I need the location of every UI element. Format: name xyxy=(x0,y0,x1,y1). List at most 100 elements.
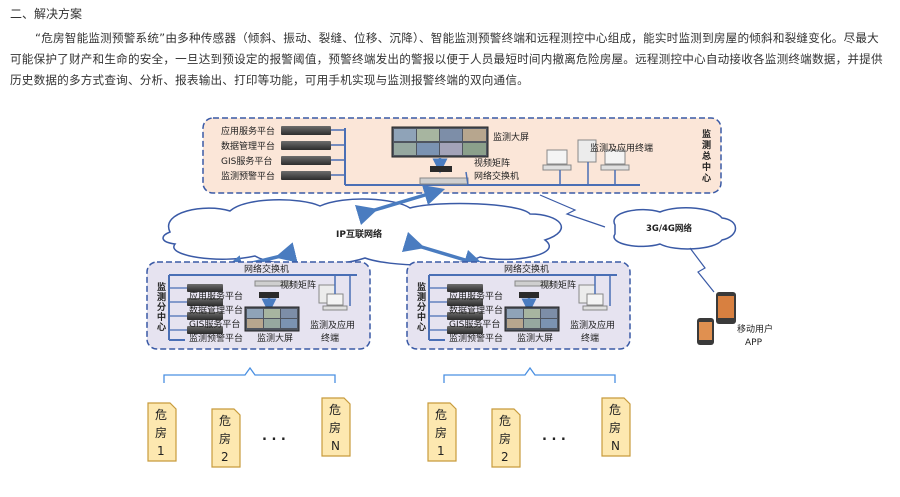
svg-text:监: 监 xyxy=(157,281,166,293)
section-heading: 二、解决方案 xyxy=(10,7,83,21)
branch-server-rack xyxy=(169,284,223,334)
svg-text:分: 分 xyxy=(417,301,426,313)
branch-switch-label: 网络交换机 xyxy=(504,263,549,275)
branch-matrix-icon xyxy=(259,292,279,298)
center-matrix-label: 视频矩阵 xyxy=(474,157,510,169)
center-mobile-zigzag xyxy=(539,194,606,228)
svg-text:分: 分 xyxy=(157,301,166,313)
house-char-top: 危 xyxy=(609,403,621,417)
house-card-2: 危房 2 xyxy=(491,408,521,468)
branch-video-wall-icon xyxy=(244,306,300,332)
svg-text:中: 中 xyxy=(157,311,166,323)
house-char-mid: 房 xyxy=(155,425,167,440)
house-number: N xyxy=(611,439,620,453)
branch-server-label-0: 应用服务平台 xyxy=(189,290,243,302)
center-server-label-2: GIS服务平台 xyxy=(221,155,272,167)
branch-switch-label: 网络交换机 xyxy=(244,263,289,275)
house-char-top: 危 xyxy=(155,408,167,422)
svg-text:心: 心 xyxy=(702,173,711,184)
house-card-1: 危房 1 xyxy=(147,402,177,462)
mobile-network-cloud: 3G/4G网络 xyxy=(613,207,737,250)
house-number: N xyxy=(331,439,340,453)
center-server-label-0: 应用服务平台 xyxy=(221,125,275,137)
house-char-mid: 房 xyxy=(329,420,341,435)
branch-switch-icon xyxy=(514,280,552,287)
branch-switch-icon xyxy=(254,280,292,287)
svg-text:监: 监 xyxy=(417,281,426,293)
internet-branch2-link xyxy=(401,231,486,271)
center-matrix-icon xyxy=(430,166,452,172)
house-number: 1 xyxy=(157,444,165,458)
mobile-app-zigzag xyxy=(689,247,715,293)
svg-text:监: 监 xyxy=(702,128,711,140)
house-char-top: 危 xyxy=(499,414,511,428)
house-card-3: 危房N xyxy=(601,397,631,457)
internet-label: IP互联网络 xyxy=(336,228,382,240)
branch-server-rack xyxy=(429,284,483,334)
branch-terminal-label-1: 终端 xyxy=(321,332,339,344)
house-char-mid: 房 xyxy=(499,431,511,446)
branch-terminal-icon xyxy=(318,275,351,311)
house-number: 2 xyxy=(221,450,229,464)
center-terminal-icon xyxy=(542,139,630,185)
center-terminal-label: 监测及应用终端 xyxy=(590,142,653,154)
center-video-wall-icon xyxy=(391,126,489,158)
house-card-1: 危房1 xyxy=(427,402,457,462)
branch-server-label-1: 数据管理平台 xyxy=(189,304,243,316)
branch-terminal-label-1: 终端 xyxy=(581,332,599,344)
monitoring-center: 应用服务平台 数据管理平台 GIS服务平台 监测预警平台 监测大屏 视频矩阵 网… xyxy=(202,117,722,194)
house-char-mid: 房 xyxy=(219,431,231,446)
brace xyxy=(443,366,616,383)
branch-screen-label: 监测大屏 xyxy=(517,332,553,344)
branch-server-label-3: 监测预警平台 xyxy=(449,332,503,344)
branch-terminal-icon xyxy=(578,275,611,311)
branch-terminal-label-0: 监测及应用 xyxy=(570,319,615,331)
center-switch-icon xyxy=(419,177,469,185)
house-char-top: 危 xyxy=(329,403,341,417)
house-char-mid: 房 xyxy=(435,425,447,440)
center-switch-label: 网络交换机 xyxy=(474,170,519,182)
svg-text:中: 中 xyxy=(702,161,711,173)
svg-text:中: 中 xyxy=(417,311,426,323)
branch-matrix-icon xyxy=(519,292,539,298)
branch-server-label-0: 应用服务平台 xyxy=(449,290,503,302)
branch-video-wall-icon xyxy=(504,306,560,332)
center-server-label-3: 监测预警平台 xyxy=(221,170,275,182)
svg-text:测: 测 xyxy=(157,291,166,303)
branch-matrix-label: 视频矩阵 xyxy=(540,279,576,291)
house-card-3: 危房N xyxy=(321,397,351,457)
solution-paragraph: “危房智能监测预警系统”由多种传感器（倾斜、振动、裂缝、位移、沉降）、智能监测预… xyxy=(10,31,883,87)
mobile-app-label-0: 移动用户 xyxy=(737,323,773,335)
svg-text:测: 测 xyxy=(417,291,426,303)
svg-text:心: 心 xyxy=(157,322,166,333)
branch-matrix-label: 视频矩阵 xyxy=(280,279,316,291)
center-server-label-1: 数据管理平台 xyxy=(221,140,275,152)
brace xyxy=(163,366,336,383)
branch-server-label-2: GIS服务平台 xyxy=(449,318,500,330)
mobile-phone-icon xyxy=(697,292,736,345)
branch-terminal-label-0: 监测及应用 xyxy=(310,319,355,331)
svg-text:总: 总 xyxy=(702,150,711,162)
ellipsis: . . . xyxy=(542,429,566,444)
branch-center-2: 监测分中心网络交换机应用服务平台数据管理平台GIS服务平台监测预警平台视频矩阵监… xyxy=(406,261,631,350)
branch-server-label-1: 数据管理平台 xyxy=(449,304,503,316)
center-server-rack xyxy=(281,126,346,185)
internet-cloud: IP互联网络 xyxy=(162,198,563,267)
ellipsis: . . . xyxy=(262,429,286,444)
branch-center-1: 监测分中心网络交换机应用服务平台数据管理平台GIS服务平台监测预警平台视频矩阵监… xyxy=(146,261,371,350)
svg-text:测: 测 xyxy=(702,139,711,151)
house-char-top: 危 xyxy=(219,414,231,428)
center-internet-link xyxy=(354,184,446,226)
house-number: 2 xyxy=(501,450,509,464)
mobile-network-label: 3G/4G网络 xyxy=(646,223,692,234)
center-screen-label: 监测大屏 xyxy=(493,131,529,143)
branch-screen-label: 监测大屏 xyxy=(257,332,293,344)
svg-text:心: 心 xyxy=(417,322,426,333)
mobile-app-label-1: APP xyxy=(745,338,763,348)
branch-server-label-2: GIS服务平台 xyxy=(189,318,240,330)
